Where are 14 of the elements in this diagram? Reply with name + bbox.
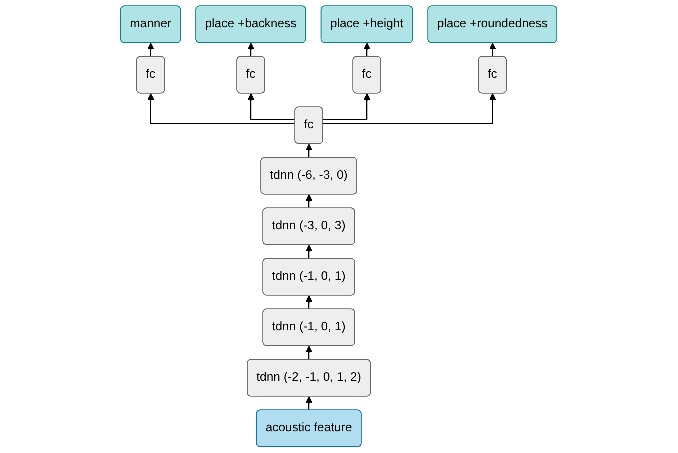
arrow <box>306 396 313 412</box>
arrow <box>306 194 313 210</box>
arrow <box>248 42 255 58</box>
arrow <box>306 144 313 159</box>
arrow <box>323 93 496 125</box>
arrow <box>489 42 496 58</box>
arrow <box>306 346 313 361</box>
arrow <box>323 93 371 120</box>
arrow <box>364 42 371 58</box>
arrow <box>306 244 313 260</box>
arrow <box>148 93 296 124</box>
arrow <box>306 295 313 310</box>
arrow <box>148 42 154 58</box>
arrow <box>248 93 296 120</box>
